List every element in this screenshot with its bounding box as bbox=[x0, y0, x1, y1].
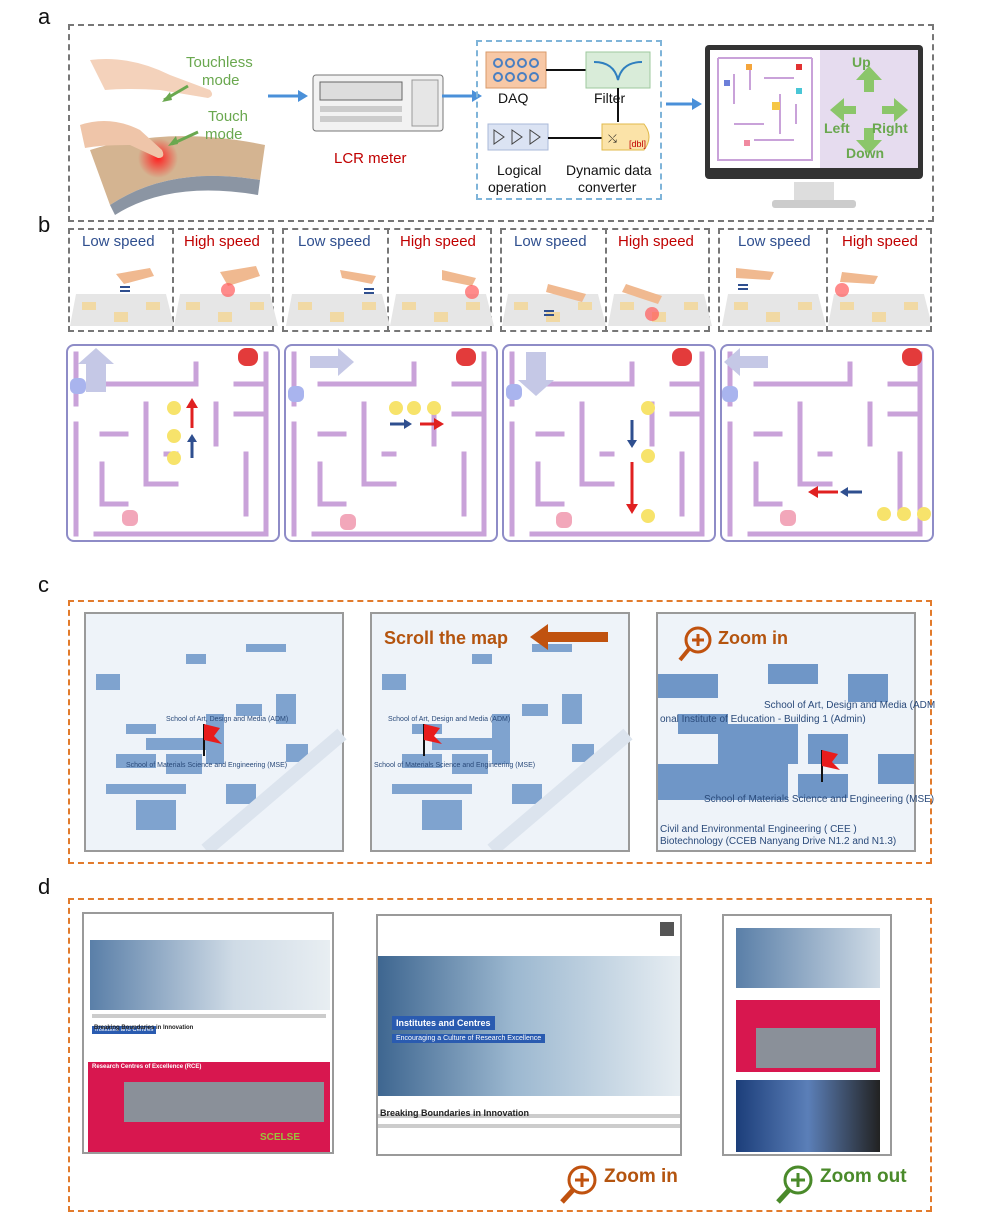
web-rce-title-1: Research Centres of Excellence (RCE) bbox=[92, 1064, 202, 1070]
web-textline bbox=[92, 1014, 326, 1018]
maze-graphics bbox=[70, 348, 931, 537]
panel-c-frame bbox=[68, 600, 932, 864]
web-textline-2 bbox=[378, 1114, 680, 1118]
arrow-to-lcr bbox=[268, 90, 308, 102]
dir-down-label: Down bbox=[846, 145, 885, 161]
high-speed-label-1: High speed bbox=[184, 233, 260, 250]
low-speed-label-1: Low speed bbox=[82, 233, 155, 250]
webpage-view-initial bbox=[82, 912, 334, 1154]
touchless-mode-label-2: mode bbox=[202, 72, 240, 89]
web-hero-1 bbox=[90, 940, 330, 1010]
processing-diagram: ⤯ bbox=[485, 51, 651, 151]
web-breaking-2: Breaking Boundaries in Innovation bbox=[380, 1108, 530, 1118]
low-speed-label-4: Low speed bbox=[738, 233, 811, 250]
zoom-out-icon bbox=[776, 1165, 813, 1204]
svg-text:⤯: ⤯ bbox=[608, 132, 617, 145]
panel-label-a: a bbox=[38, 4, 51, 29]
web-breaking-1: Breaking Boundaries in Innovation bbox=[94, 1025, 194, 1031]
high-speed-label-3: High speed bbox=[618, 233, 694, 250]
low-speed-label-2: Low speed bbox=[298, 233, 371, 250]
lcr-meter-label: LCR meter bbox=[334, 150, 407, 167]
dynamic-label-2: converter bbox=[578, 179, 637, 195]
panel-label-c: c bbox=[38, 572, 49, 597]
map-label-cee: Civil and Environmental Engineering ( CE… bbox=[660, 824, 857, 835]
web-institutes-badge-1: Institutes and Centres bbox=[92, 1026, 157, 1034]
web-encouraging-badge: Encouraging a Culture of Research Excell… bbox=[392, 1034, 546, 1043]
high-speed-label-4: High speed bbox=[842, 233, 918, 250]
web-header-2 bbox=[378, 916, 680, 942]
lcr-meter-icon bbox=[312, 74, 444, 132]
mode-pointer-arrows bbox=[162, 84, 199, 146]
map-label-nie: onal Institute of Education - Building 1… bbox=[660, 714, 866, 725]
zoom-in-label-web: Zoom in bbox=[604, 1166, 678, 1187]
touchless-mode-label-1: Touchless bbox=[186, 54, 253, 71]
map-label-small-adm-2: School of Art, Design and Media (ADM) bbox=[388, 716, 511, 723]
scroll-the-map-label: Scroll the map bbox=[384, 628, 509, 648]
map-label-small-adm-1: School of Art, Design and Media (ADM) bbox=[166, 716, 289, 723]
web-rce-image-3 bbox=[756, 1028, 876, 1068]
high-speed-label-2: High speed bbox=[400, 233, 476, 250]
dir-right-label: Right bbox=[872, 120, 908, 136]
logical-label-2: operation bbox=[488, 179, 547, 195]
web-textline-3 bbox=[378, 1124, 680, 1128]
dir-up-label: Up bbox=[852, 54, 871, 70]
speed-sensor-illustrations bbox=[70, 266, 930, 326]
processing-frame bbox=[476, 40, 662, 200]
speed-frame-1 bbox=[68, 228, 274, 332]
panel-label-b: b bbox=[38, 212, 51, 237]
logical-label-1: Logical bbox=[497, 162, 542, 178]
filter-label: Filter bbox=[594, 90, 626, 106]
webpage-view-zoomed-out bbox=[722, 914, 892, 1156]
daq-label: DAQ bbox=[498, 90, 529, 106]
web-tiles-3 bbox=[736, 1080, 880, 1152]
speed-divider-2 bbox=[387, 228, 389, 332]
web-search-button[interactable] bbox=[660, 922, 674, 936]
dbl-label: [dbl] bbox=[629, 139, 647, 149]
panel-a-frame bbox=[68, 24, 934, 222]
map-graphics bbox=[96, 624, 914, 850]
speed-divider-4 bbox=[826, 228, 828, 332]
monitor-game-display bbox=[705, 45, 923, 208]
touch-mode-label-2: mode bbox=[205, 126, 243, 143]
speed-divider-1 bbox=[172, 228, 174, 332]
web-rce-image-1 bbox=[124, 1082, 324, 1122]
speed-frame-4 bbox=[718, 228, 932, 332]
dir-left-label: Left bbox=[824, 120, 850, 136]
map-label-small-mse-2: School of Materials Science and Engineer… bbox=[374, 762, 536, 769]
map-label-adm: School of Art, Design and Media (ADM bbox=[764, 700, 936, 711]
arrow-to-monitor bbox=[666, 98, 702, 110]
web-header-1 bbox=[84, 914, 332, 936]
dynamic-label-1: Dynamic data bbox=[566, 162, 652, 178]
panel-d-frame bbox=[68, 898, 932, 1212]
map-label-mse: School of Materials Science and Engineer… bbox=[704, 794, 935, 805]
map-label-small-mse-1: School of Materials Science and Engineer… bbox=[126, 762, 288, 769]
low-speed-label-3: Low speed bbox=[514, 233, 587, 250]
zoom-in-label-map: Zoom in bbox=[718, 628, 788, 648]
map-label-ccb: Biotechnology (CCEB Nanyang Drive N1.2 a… bbox=[660, 836, 897, 847]
web-institutes-badge-2: Institutes and Centres bbox=[392, 1016, 495, 1030]
web-scelse-label: SCELSE bbox=[260, 1132, 301, 1143]
touch-mode-label-1: Touch bbox=[208, 108, 249, 125]
speed-divider-3 bbox=[605, 228, 607, 332]
panel-label-d: d bbox=[38, 874, 51, 899]
zoom-out-label-web: Zoom out bbox=[820, 1166, 907, 1187]
web-hero-3 bbox=[736, 928, 880, 988]
zoom-in-icon bbox=[560, 1165, 597, 1204]
